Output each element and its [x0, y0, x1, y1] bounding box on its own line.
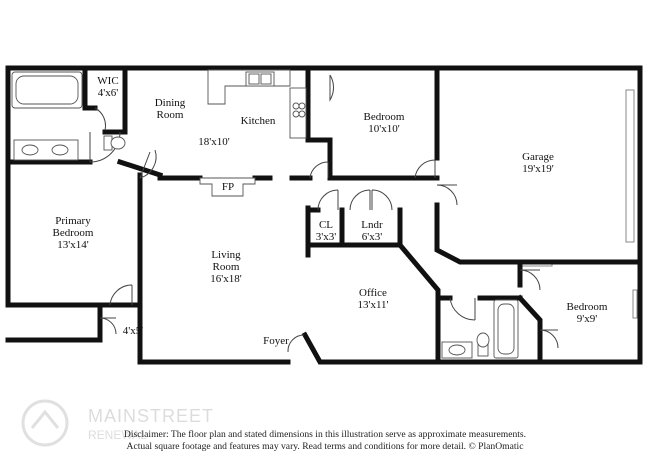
- primary-label-2: Bedroom: [53, 227, 94, 239]
- closet-label: CL: [319, 219, 333, 231]
- office-dim: 13'x11': [357, 299, 388, 311]
- dining-label-2: Room: [157, 109, 184, 121]
- room-labels: WIC 4'x6' Dining Room Kitchen 18'x10' Be…: [53, 75, 608, 347]
- disclaimer-line-1: Disclaimer: The floor plan and stated di…: [123, 429, 527, 440]
- garage-label: Garage: [522, 151, 554, 163]
- bedroom1-label: Bedroom: [364, 111, 405, 123]
- fireplace-label: FP: [222, 181, 234, 193]
- kitchen-dim: 18'x10': [198, 136, 229, 148]
- small-closet-dim: 4'x5': [123, 325, 143, 337]
- foyer-label: Foyer: [263, 335, 289, 347]
- walls: [5, 65, 643, 365]
- wic-label: WIC: [97, 75, 118, 87]
- wic-dim: 4'x6': [98, 87, 118, 99]
- fireplace-icon: [199, 177, 256, 197]
- bedroom2-dim: 9'x9': [577, 313, 597, 325]
- fixtures: [11, 69, 519, 359]
- bedroom2-label: Bedroom: [567, 301, 608, 313]
- disclaimer-line-2: Actual square footage and features may v…: [126, 441, 524, 452]
- laundry-label: Lndr: [361, 219, 383, 231]
- watermark-logo: MAINSTREET RENEWAL: [20, 398, 260, 448]
- primary-label-1: Primary: [55, 215, 91, 227]
- kitchen-label: Kitchen: [241, 115, 276, 127]
- laundry-dim: 6'x3': [362, 231, 382, 243]
- living-label-1: Living: [211, 249, 241, 261]
- office-label: Office: [359, 287, 387, 299]
- bedroom1-dim: 10'x10': [368, 123, 399, 135]
- doors: [89, 74, 559, 353]
- floor-plan: WIC 4'x6' Dining Room Kitchen 18'x10' Be…: [5, 65, 643, 365]
- living-dim: 16'x18': [210, 273, 241, 285]
- watermark-text: MAINSTREET: [88, 406, 215, 426]
- primary-dim: 13'x14': [57, 239, 88, 251]
- garage-dim: 19'x19': [522, 163, 553, 175]
- disclaimer: Disclaimer: The floor plan and stated di…: [0, 429, 650, 453]
- closet-dim: 3'x3': [316, 231, 336, 243]
- watermark-subtext: RENEWAL: [88, 428, 147, 442]
- living-label-2: Room: [213, 261, 240, 273]
- dining-label-1: Dining: [155, 97, 186, 109]
- watermark-circle-icon: [21, 399, 69, 447]
